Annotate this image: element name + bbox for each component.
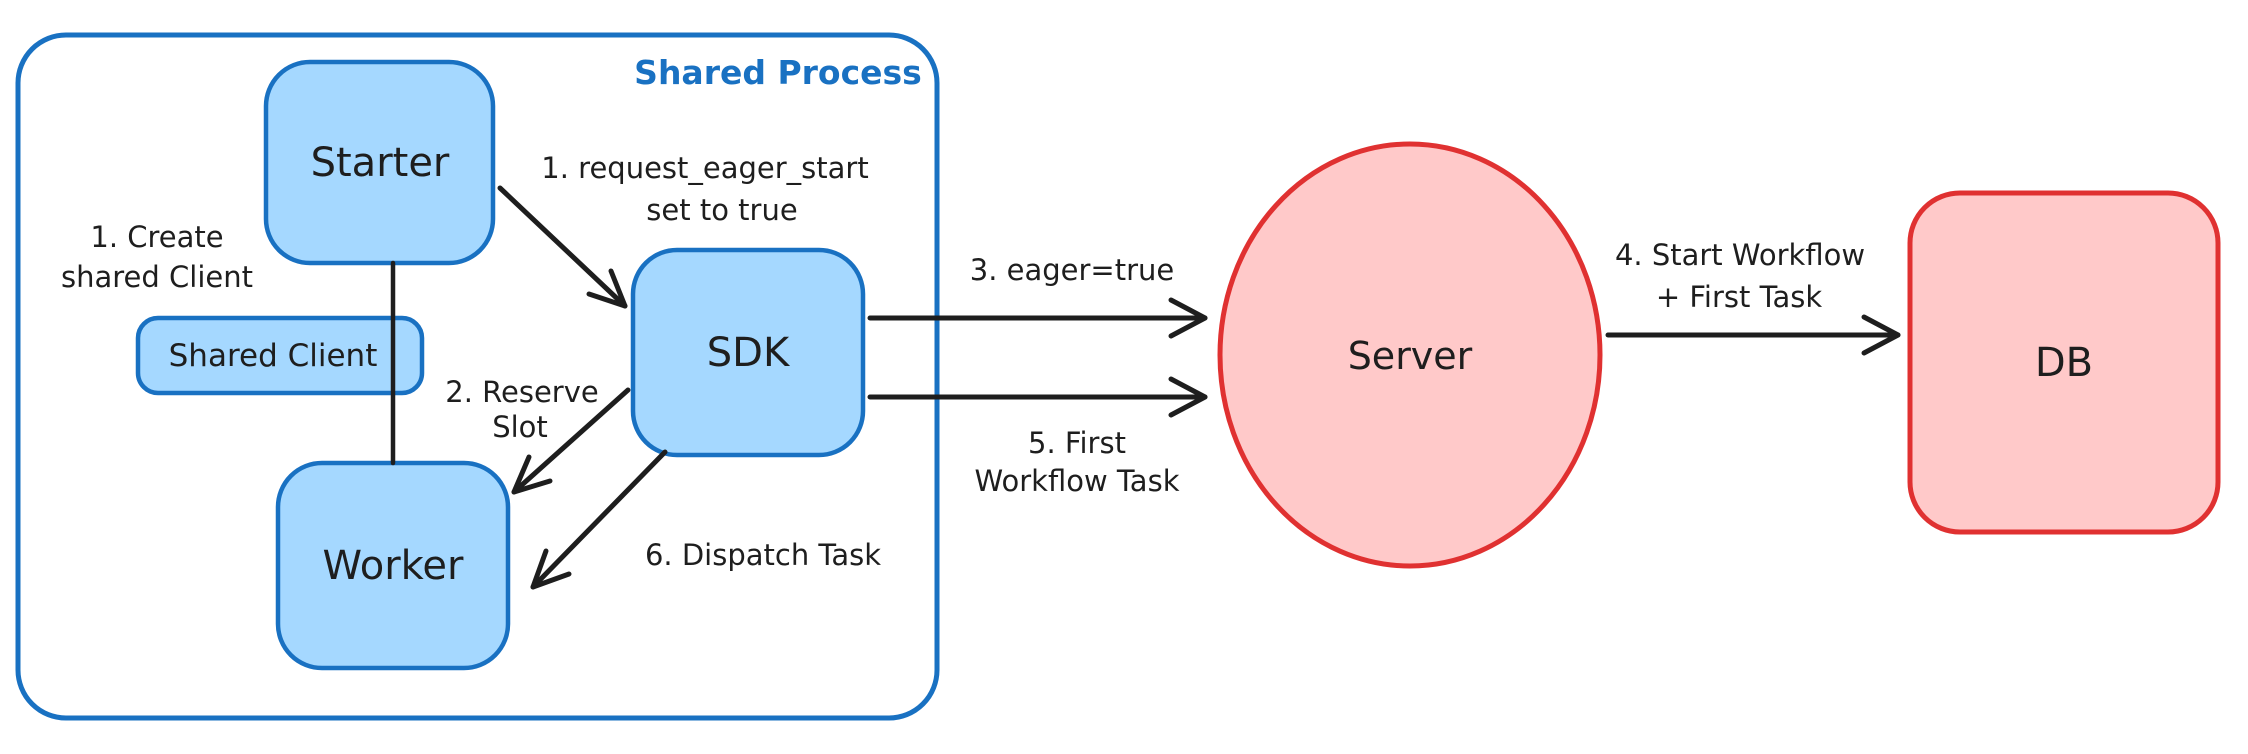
note-dispatch-task: 6. Dispatch Task [645, 538, 881, 572]
starter-label: Starter [311, 140, 450, 186]
shared-process-frame [15, 32, 940, 721]
note-reserve-slot-line2: Slot [492, 410, 548, 444]
note-start-workflow-line2: + First Task [1656, 280, 1823, 314]
note-first-workflow-task-line1: 5. First [1028, 426, 1126, 460]
sdk-dispatch-arrow [530, 449, 668, 590]
note-start-workflow-line1: 4. Start Workflow [1615, 238, 1865, 272]
sdk-to-server-task-arrowhead [1168, 376, 1208, 418]
note-request-eager-start-line2: set to true [646, 193, 797, 227]
sdk-to-worker-reserve-arrowhead [511, 454, 553, 495]
sdk-to-worker-reserve-arrow [511, 387, 631, 495]
note-reserve-slot-line1: 2. Reserve [445, 375, 598, 409]
sdk-node [630, 247, 866, 458]
sdk-dispatch-arrowhead [530, 548, 572, 590]
sdk-label: SDK [707, 330, 791, 376]
note-create-shared-client-line2: shared Client [61, 260, 253, 294]
sdk-to-server-eager-arrowhead [1168, 297, 1208, 339]
worker-label: Worker [323, 543, 464, 589]
starter-node [263, 59, 496, 266]
note-first-workflow-task-line2: Workflow Task [975, 464, 1180, 498]
shared-client-label: Shared Client [169, 338, 378, 374]
note-eager-true: 3. eager=true [970, 253, 1175, 287]
shared-client-node [135, 315, 425, 396]
note-create-shared-client-line1: 1. Create [90, 220, 223, 254]
server-label: Server [1348, 334, 1473, 378]
note-request-eager-start-line1: 1. request_eager_start [541, 151, 868, 185]
db-label: DB [2035, 340, 2093, 386]
starter-to-sdk-arrowhead [586, 268, 628, 309]
server-node [1217, 141, 1603, 569]
shared-process-label: Shared Process [634, 53, 922, 92]
db-node [1907, 190, 2221, 535]
starter-to-sdk-arrow [497, 185, 628, 309]
server-to-db-arrowhead [1861, 314, 1901, 356]
